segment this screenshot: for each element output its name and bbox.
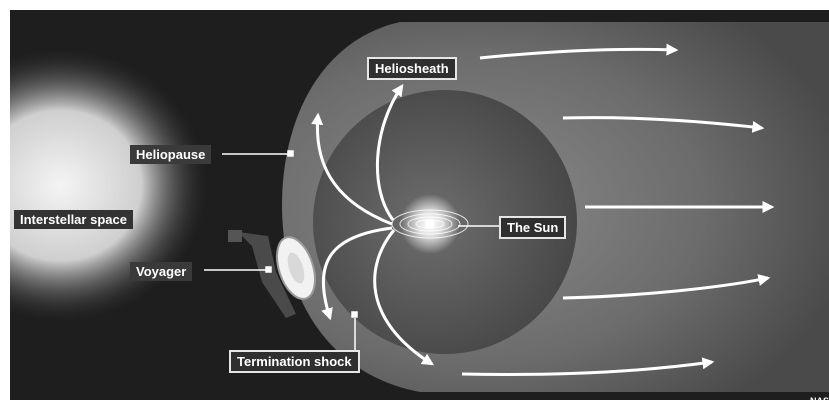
label-heliosheath: Heliosheath [367, 57, 457, 80]
sun [425, 219, 435, 229]
credit-text: NAS [810, 396, 829, 406]
label-the-sun: The Sun [499, 216, 566, 239]
label-voyager: Voyager [130, 262, 192, 281]
label-interstellar-space: Interstellar space [14, 210, 133, 229]
label-termination-shock: Termination shock [229, 350, 360, 373]
label-heliopause: Heliopause [130, 145, 211, 164]
